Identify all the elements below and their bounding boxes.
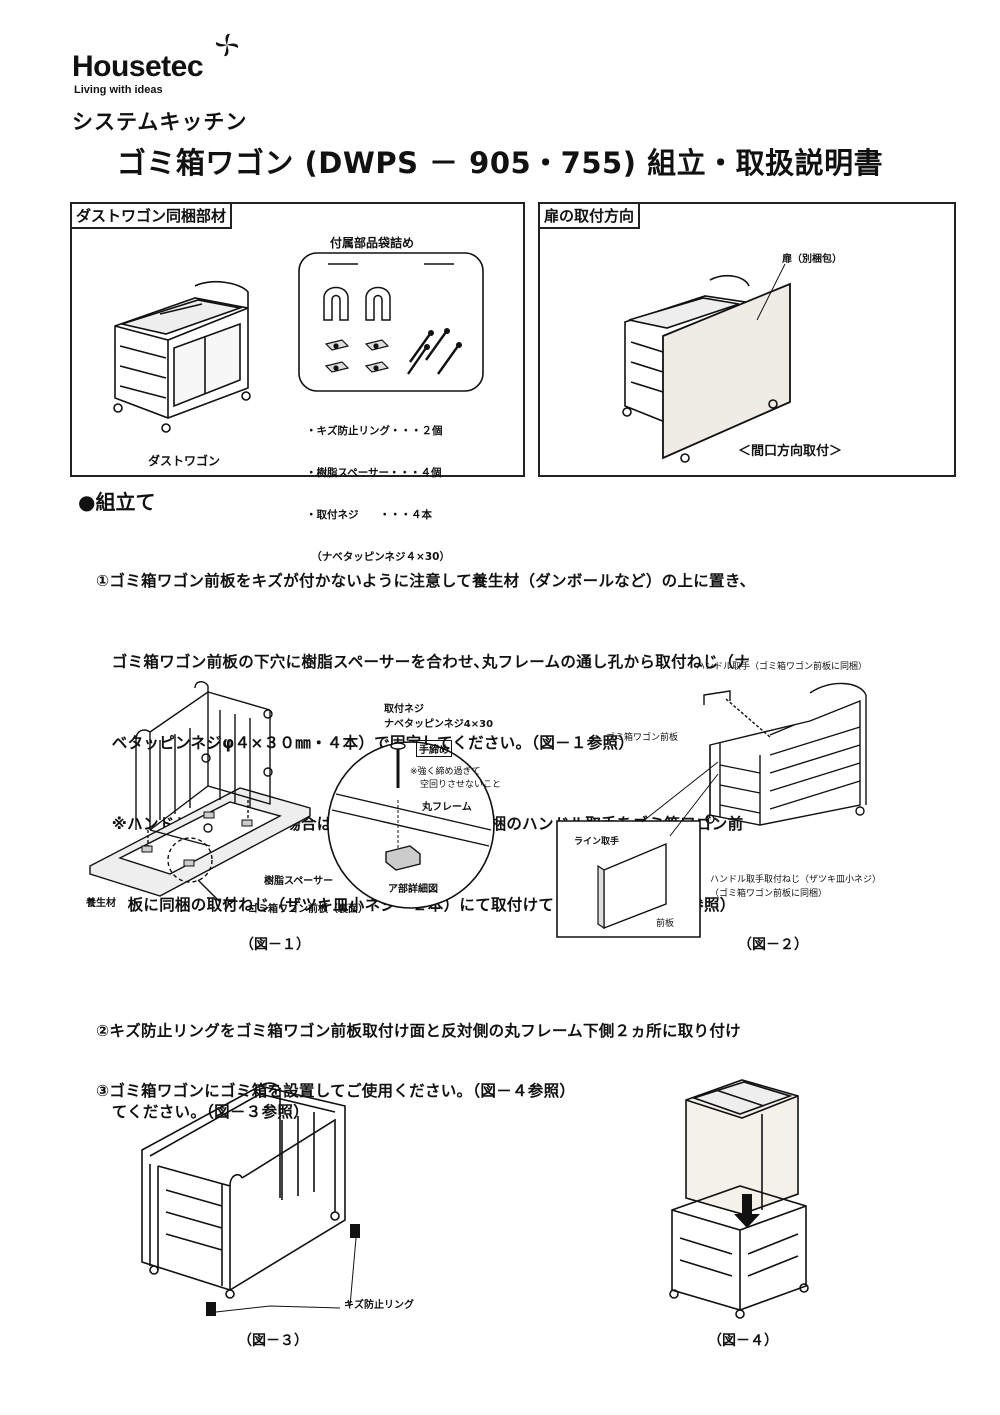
spacer-icon [326, 340, 388, 372]
figure-2-drawing [690, 675, 920, 835]
figure-4-caption: （図－４） [708, 1333, 778, 1349]
door-wagon-drawing [615, 262, 805, 462]
parts-list-item: ・キズ防止リング・・・２個 [306, 425, 443, 437]
door-panel-label: 扉の取付方向 [540, 204, 641, 229]
parts-bag-title: 付属部品袋詰め [330, 236, 415, 250]
dust-wagon-label: ダストワゴン [148, 454, 221, 468]
figure-1-drawing [80, 680, 510, 920]
down-arrow-icon [734, 1194, 760, 1228]
fig1-screw-spec: ナベタッピンネジ4×30 [384, 719, 494, 730]
housetec-logo-icon [215, 33, 239, 57]
parts-list-item: （ナベタッピンネジ４×30） [306, 551, 450, 563]
fig1-spacer: 樹脂スペーサー [264, 876, 334, 887]
fig2-screw-2: （ゴミ箱ワゴン前板に同梱） [710, 889, 828, 899]
dust-wagon-drawing [100, 268, 260, 448]
step-line: ①ゴミ箱ワゴン前板をキズが付かないように注意して養生材（ダンボールなど）の上に置… [96, 572, 756, 590]
fig2-front-panel: ゴミ箱ワゴン前板 [606, 733, 679, 743]
parts-list-item: ・樹脂スペーサー・・・４個 [306, 467, 442, 479]
fig2-line-handle: ライン取手 [574, 837, 620, 847]
step-line: てください。（図－３参照） [96, 1103, 309, 1121]
fig1-detail-a: ア部詳細図 [388, 884, 438, 895]
fig1-screw-label: 取付ネジ [384, 704, 424, 715]
document-title: ゴミ箱ワゴン (DWPS － 905・755) 組立・取扱説明書 [116, 146, 884, 180]
figure-2-caption: （図－２） [738, 937, 808, 953]
figure-4-drawing [666, 1070, 816, 1320]
step-line: ③ゴミ箱ワゴンにゴミ箱を設置してご使用ください。（図－４参照） [96, 1082, 576, 1100]
figure-2-inset [556, 820, 701, 938]
parts-bag-drawing [298, 252, 484, 392]
fig2-screw-1: ハンドル取手取付ねじ（ザツキ皿小ネジ） [710, 875, 882, 885]
fig1-hand-tighten: 手締め [416, 740, 452, 757]
ring-icon [206, 1224, 360, 1316]
door-direction-label: ＜間口方向取付＞ [738, 444, 843, 459]
brand-tagline: Living with ideas [74, 84, 163, 96]
assembly-heading: ●組立て [78, 490, 156, 514]
fig2-handle-label: ハンドル取手（ゴミ箱ワゴン前板に同梱） [696, 662, 868, 672]
figure-2-callout-lines [640, 760, 720, 840]
ring-icon [324, 288, 390, 321]
fig1-curing-material: 養生材 [86, 898, 116, 909]
fig1-round-frame: 丸フレーム [422, 802, 472, 813]
door-panel: 扉の取付方向 [538, 202, 956, 477]
step-2-text: ②キズ防止リングをゴミ箱ワゴン前板取付け面と反対側の丸フレーム下側２ヵ所に取り付… [96, 964, 741, 1153]
parts-list: ・キズ防止リング・・・２個 ・樹脂スペーサー・・・４個 ・取付ネジ ・・・４本 … [306, 396, 450, 578]
step-line: ②キズ防止リングをゴミ箱ワゴン前板取付け面と反対側の丸フレーム下側２ヵ所に取り付… [96, 1022, 741, 1040]
figure-3-caption: （図－３） [238, 1333, 308, 1349]
step-line: ベタッピンネジφ４×３０㎜・４本）で固定してください。（図－１参照） [96, 734, 635, 752]
fig1-warning-1: ※強く締め過ぎて [410, 767, 481, 777]
parts-panel: ダストワゴン同梱部材 [70, 202, 525, 477]
parts-panel-label: ダストワゴン同梱部材 [72, 204, 233, 229]
screw-icon [408, 332, 458, 374]
screw-icon [391, 743, 405, 788]
figure-3-drawing [130, 1080, 360, 1316]
brand-name: Housetec [72, 50, 204, 83]
figure-1-detail-circle [326, 740, 496, 910]
door-label: 扉（別梱包） [782, 254, 842, 265]
door-leader-line [755, 262, 795, 322]
figure-1-caption: （図－１） [240, 937, 310, 953]
document-subtitle: システムキッチン [72, 110, 248, 134]
step-line: ゴミ箱ワゴン前板の下穴に樹脂スペーサーを合わせ､丸フレームの通し孔から取付ねじ（… [96, 653, 750, 671]
fig2-panel: 前板 [656, 919, 675, 929]
parts-list-item: ・取付ネジ ・・・４本 [306, 509, 432, 521]
fig1-mark-a: ア [222, 898, 236, 913]
fig3-ring-label: キズ防止リング [344, 1300, 414, 1311]
fig1-front-panel-back: ゴミ箱ワゴン前板（裏面） [248, 904, 368, 915]
fig1-warning-2: 空回りさせないこと [420, 780, 502, 790]
step-3-text: ③ゴミ箱ワゴンにゴミ箱を設置してご使用ください。（図－４参照） [96, 1024, 575, 1132]
